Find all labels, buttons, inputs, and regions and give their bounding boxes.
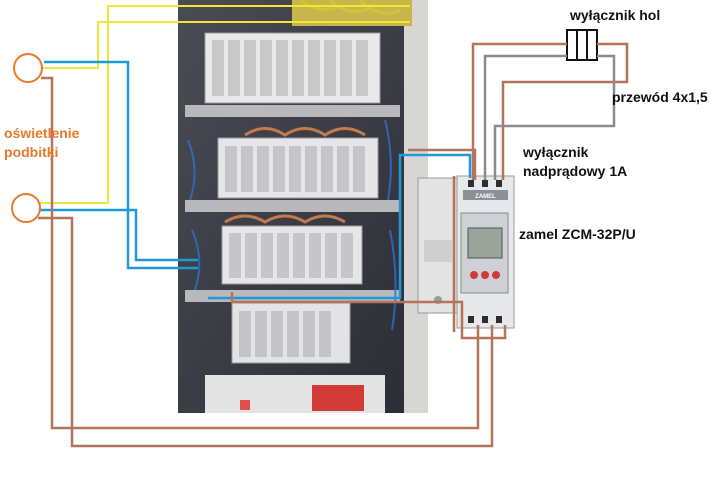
distribution-board-photo	[178, 0, 428, 413]
gray-wires	[483, 54, 616, 180]
ceiling-lights-label-line2: podbitki	[4, 144, 59, 160]
lamp-symbol-bottom	[11, 193, 41, 223]
breaker-row-2	[217, 137, 379, 199]
plus-button	[492, 271, 500, 279]
ceiling-lights-label: oświetlenie podbitki	[4, 124, 79, 162]
zamel-timer-device: ZAMEL	[456, 175, 515, 329]
breaker-row-4	[231, 302, 351, 364]
breaker-row-3	[221, 225, 363, 285]
timer-label: zamel ZCM-32P/U	[519, 226, 636, 242]
brown-wires	[38, 42, 629, 448]
breaker-label: wyłącznik nadprądowy 1A	[523, 143, 627, 181]
ok-button	[481, 271, 489, 279]
lamp-symbol-top	[13, 53, 43, 83]
overcurrent-breaker-module	[417, 177, 459, 314]
device-brand-text: ZAMEL	[475, 194, 496, 200]
hall-switch-symbol	[566, 29, 598, 61]
lcd-screen	[467, 227, 503, 259]
hall-switch-label: wyłącznik hol	[570, 7, 661, 23]
blue-wires	[40, 60, 472, 300]
breaker-row-1	[204, 32, 381, 104]
ceiling-lights-label-line1: oświetlenie	[4, 125, 80, 141]
minus-button	[470, 271, 478, 279]
cable-label: przewód 4x1,5	[612, 89, 708, 105]
breaker-label-line1: wyłącznik	[523, 144, 589, 160]
yellow-wires	[40, 5, 410, 204]
breaker-label-line2: nadprądowy 1A	[523, 163, 628, 179]
